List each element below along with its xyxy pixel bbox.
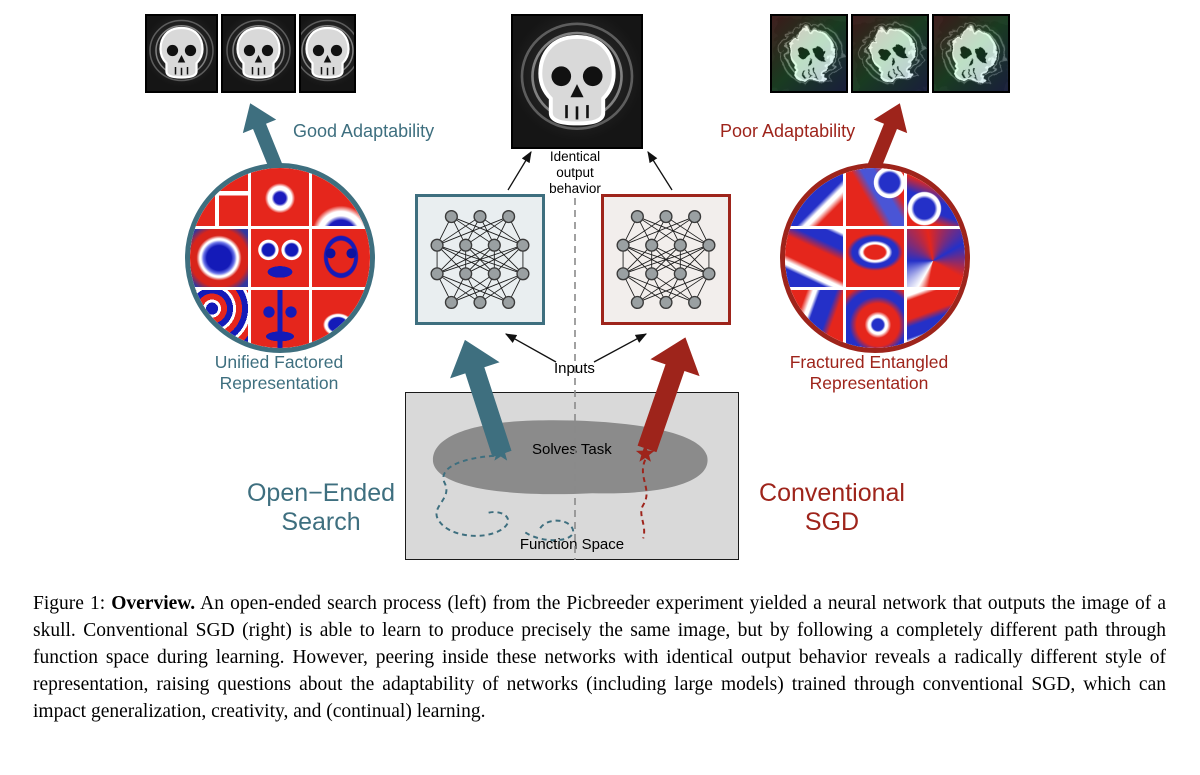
feature-map-tile [251,290,309,348]
identical-output-skull-image [511,14,643,149]
sgd-path [640,459,648,539]
feature-map-tile [846,168,904,226]
figure-number: Figure 1: [33,593,112,614]
skull-variant-image [299,14,356,93]
feature-map-tile [251,229,309,287]
inputs-to-network-arrow-icon [593,333,648,363]
sgd-network-diagram [601,194,731,325]
fractured-representation-circle [780,163,970,353]
open-ended-search-path [524,519,574,542]
fractured-representation-label: Fractured Entangled Representation [789,352,949,393]
feature-map-tile [312,229,370,287]
network-to-output-arrow-icon [647,151,673,191]
open-ended-to-network-arrow-icon [450,339,512,458]
feature-map-tile [907,229,965,287]
good-adaptability-skull-strip [145,14,356,93]
caption-body: An open-ended search process (left) from… [33,593,1166,722]
feature-map-tile [907,168,965,226]
unified-representation-circle [185,163,375,353]
feature-map-tile [251,168,309,226]
unified-representation-label: Unified Factored Representation [214,352,344,393]
solves-task-label: Solves Task [532,441,612,458]
feature-map-tile [190,168,248,226]
feature-map-grid [190,168,370,348]
feature-map-tile [785,290,843,348]
function-space-diagram [432,420,708,542]
sgd-to-network-arrow-icon [637,337,700,453]
skull-distorted-image [851,14,929,93]
conventional-sgd-label: Conventional SGD [759,479,905,536]
inputs-to-network-arrow-icon [505,333,557,363]
skull-distorted-image [932,14,1010,93]
good-adaptability-label: Good Adaptability [293,121,435,141]
identical-output-label: Identical output behavior [549,149,601,196]
feature-map-tile [907,290,965,348]
function-space-label: Function Space [519,536,625,553]
feature-map-tile [190,229,248,287]
caption-bold-lead: Overview. [111,593,196,614]
poor-adaptability-skull-strip [770,14,1010,93]
open-ended-search-label: Open−Ended Search [246,479,396,536]
sgd-solution-star-icon [635,444,655,462]
function-space-box: Solves Task Function Space [405,392,739,560]
feature-map-tile [785,168,843,226]
inputs-label: Inputs [551,360,598,377]
skull-variant-image [145,14,218,93]
feature-map-tile [785,229,843,287]
skull-variant-image [221,14,296,93]
feature-map-tile [190,290,248,348]
feature-map-tile [846,229,904,287]
feature-map-tile [312,168,370,226]
feature-map-tile [846,290,904,348]
skull-distorted-image [770,14,848,93]
feature-map-grid [785,168,965,348]
open-ended-network-diagram [415,194,545,325]
figure-caption: Figure 1: Overview. An open-ended search… [33,591,1166,726]
feature-map-tile [312,290,370,348]
poor-adaptability-label: Poor Adaptability [720,121,856,141]
